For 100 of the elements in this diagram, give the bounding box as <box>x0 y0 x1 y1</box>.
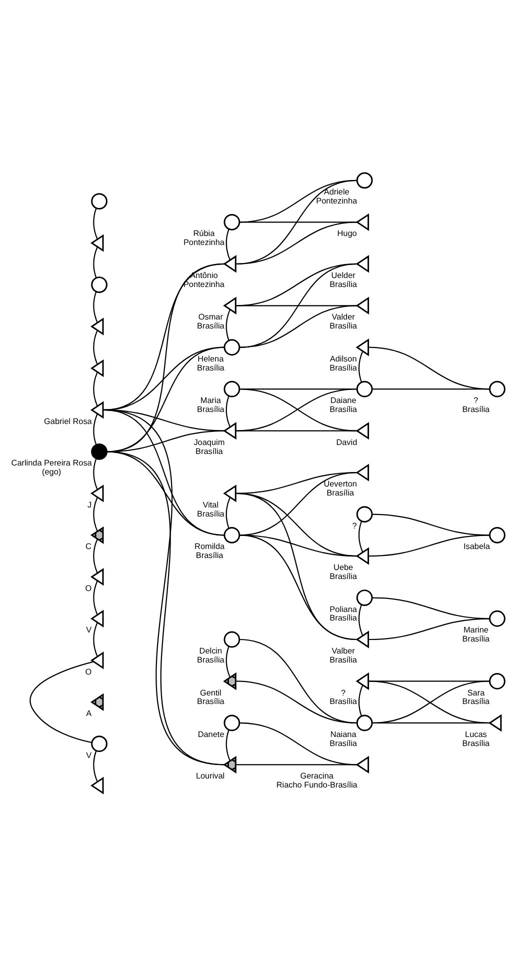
connector <box>236 180 358 264</box>
node-label: Pontezinha <box>183 238 224 248</box>
node-label: David <box>336 438 358 447</box>
node-label: Brasília <box>330 614 357 623</box>
node-label: Ueverton <box>324 480 357 489</box>
node-label: Brasília <box>462 405 490 414</box>
node-label: Isabela <box>464 542 490 552</box>
node-circle <box>356 506 373 522</box>
node-label: Brasília <box>197 655 224 664</box>
node-triangle <box>90 401 104 419</box>
node-circle <box>489 526 506 544</box>
node-label: Brasília <box>330 655 357 664</box>
node-label: Brasília <box>196 551 224 560</box>
node-label: V <box>86 626 92 635</box>
node-triangle <box>90 234 104 252</box>
node-label: Uebe <box>334 563 354 572</box>
node-circle <box>224 380 240 398</box>
connector <box>93 372 98 406</box>
connector <box>372 388 490 390</box>
node-label: Adilson <box>330 354 357 364</box>
node-label: V <box>86 750 92 760</box>
node-label: Brasília <box>330 280 357 289</box>
node-circle <box>91 193 108 210</box>
node-triangle <box>223 484 236 502</box>
node-triangle <box>356 672 370 690</box>
node-label: Daiane <box>330 396 356 406</box>
node-label: J <box>88 500 92 510</box>
node-label: ? <box>352 521 357 530</box>
node-triangle <box>90 359 104 378</box>
node-label: Valber <box>332 646 355 656</box>
node-label: Hugo <box>337 229 357 238</box>
node-label: C <box>85 542 92 552</box>
node-label: Pontezinha <box>316 196 358 206</box>
node-label: A <box>86 709 92 718</box>
node-label: Brasília <box>330 405 357 414</box>
node-circle <box>224 631 240 648</box>
node-triangle <box>356 213 370 232</box>
connector <box>93 750 98 782</box>
node-label: Lourival <box>196 772 225 781</box>
connector <box>93 246 98 278</box>
node-label: Brasília <box>330 697 357 706</box>
node-label: Brasília <box>197 509 224 518</box>
node-label: ? <box>474 396 478 406</box>
node-label: Maria <box>200 396 221 406</box>
node-label: Rúbia <box>193 229 215 238</box>
node-triangle <box>90 484 104 502</box>
connector <box>369 534 490 557</box>
connector <box>93 497 98 532</box>
connector <box>226 646 231 678</box>
connector <box>93 622 98 657</box>
node-circle <box>356 714 373 732</box>
node-triangle <box>356 338 370 356</box>
node-label: Romilda <box>194 542 225 552</box>
node-label: Brasília <box>462 738 490 748</box>
node-triangle <box>90 776 104 794</box>
node-label: Brasília <box>197 405 224 414</box>
node-label: Lucas <box>465 730 487 739</box>
node-label: Brasília <box>462 697 490 706</box>
node-circle <box>91 736 108 752</box>
node-label: Osmar <box>198 312 223 322</box>
node-label: Sara <box>467 688 485 698</box>
node-label: Vital <box>202 500 219 510</box>
node-label: Valder <box>332 312 355 322</box>
node-triangle <box>90 652 104 670</box>
node-label: Joaquim <box>194 438 225 447</box>
node-label: O <box>85 667 92 676</box>
connector <box>236 492 358 640</box>
node-label: Brasília <box>330 322 357 331</box>
node-label: Brasília <box>197 697 224 706</box>
node-label: ? <box>341 688 346 698</box>
node-label: Brasília <box>197 322 224 331</box>
node-label: Brasília <box>197 363 224 372</box>
node-label: Brasília <box>326 488 354 498</box>
connector <box>226 229 231 260</box>
node-circle <box>356 380 373 398</box>
node-label: Brasília <box>196 446 223 456</box>
node-triangle <box>356 422 370 440</box>
node-triangle <box>488 714 502 732</box>
node-triangle <box>90 568 104 586</box>
connector <box>236 764 358 766</box>
node-label: Geracina <box>300 772 334 781</box>
node-circle <box>356 590 373 606</box>
node-circle <box>91 276 108 293</box>
node-label: Poliana <box>330 604 357 614</box>
connector <box>358 604 364 636</box>
node-triangle <box>90 318 104 336</box>
node-triangle <box>356 756 370 774</box>
node-circle <box>224 526 240 544</box>
node-triangle <box>356 630 370 648</box>
node-filled-circle <box>91 444 108 460</box>
node-label: (ego) <box>42 468 62 477</box>
connector <box>93 538 98 574</box>
connector <box>93 208 98 240</box>
node-label: Brasília <box>330 572 357 581</box>
node-label: Riacho Fundo-Brasília <box>276 780 358 790</box>
node-label: Helena <box>198 354 224 364</box>
node-circle <box>489 380 506 398</box>
node-triangle <box>223 255 236 273</box>
node-triangle <box>223 296 236 314</box>
node-label: Antônio <box>190 270 218 280</box>
